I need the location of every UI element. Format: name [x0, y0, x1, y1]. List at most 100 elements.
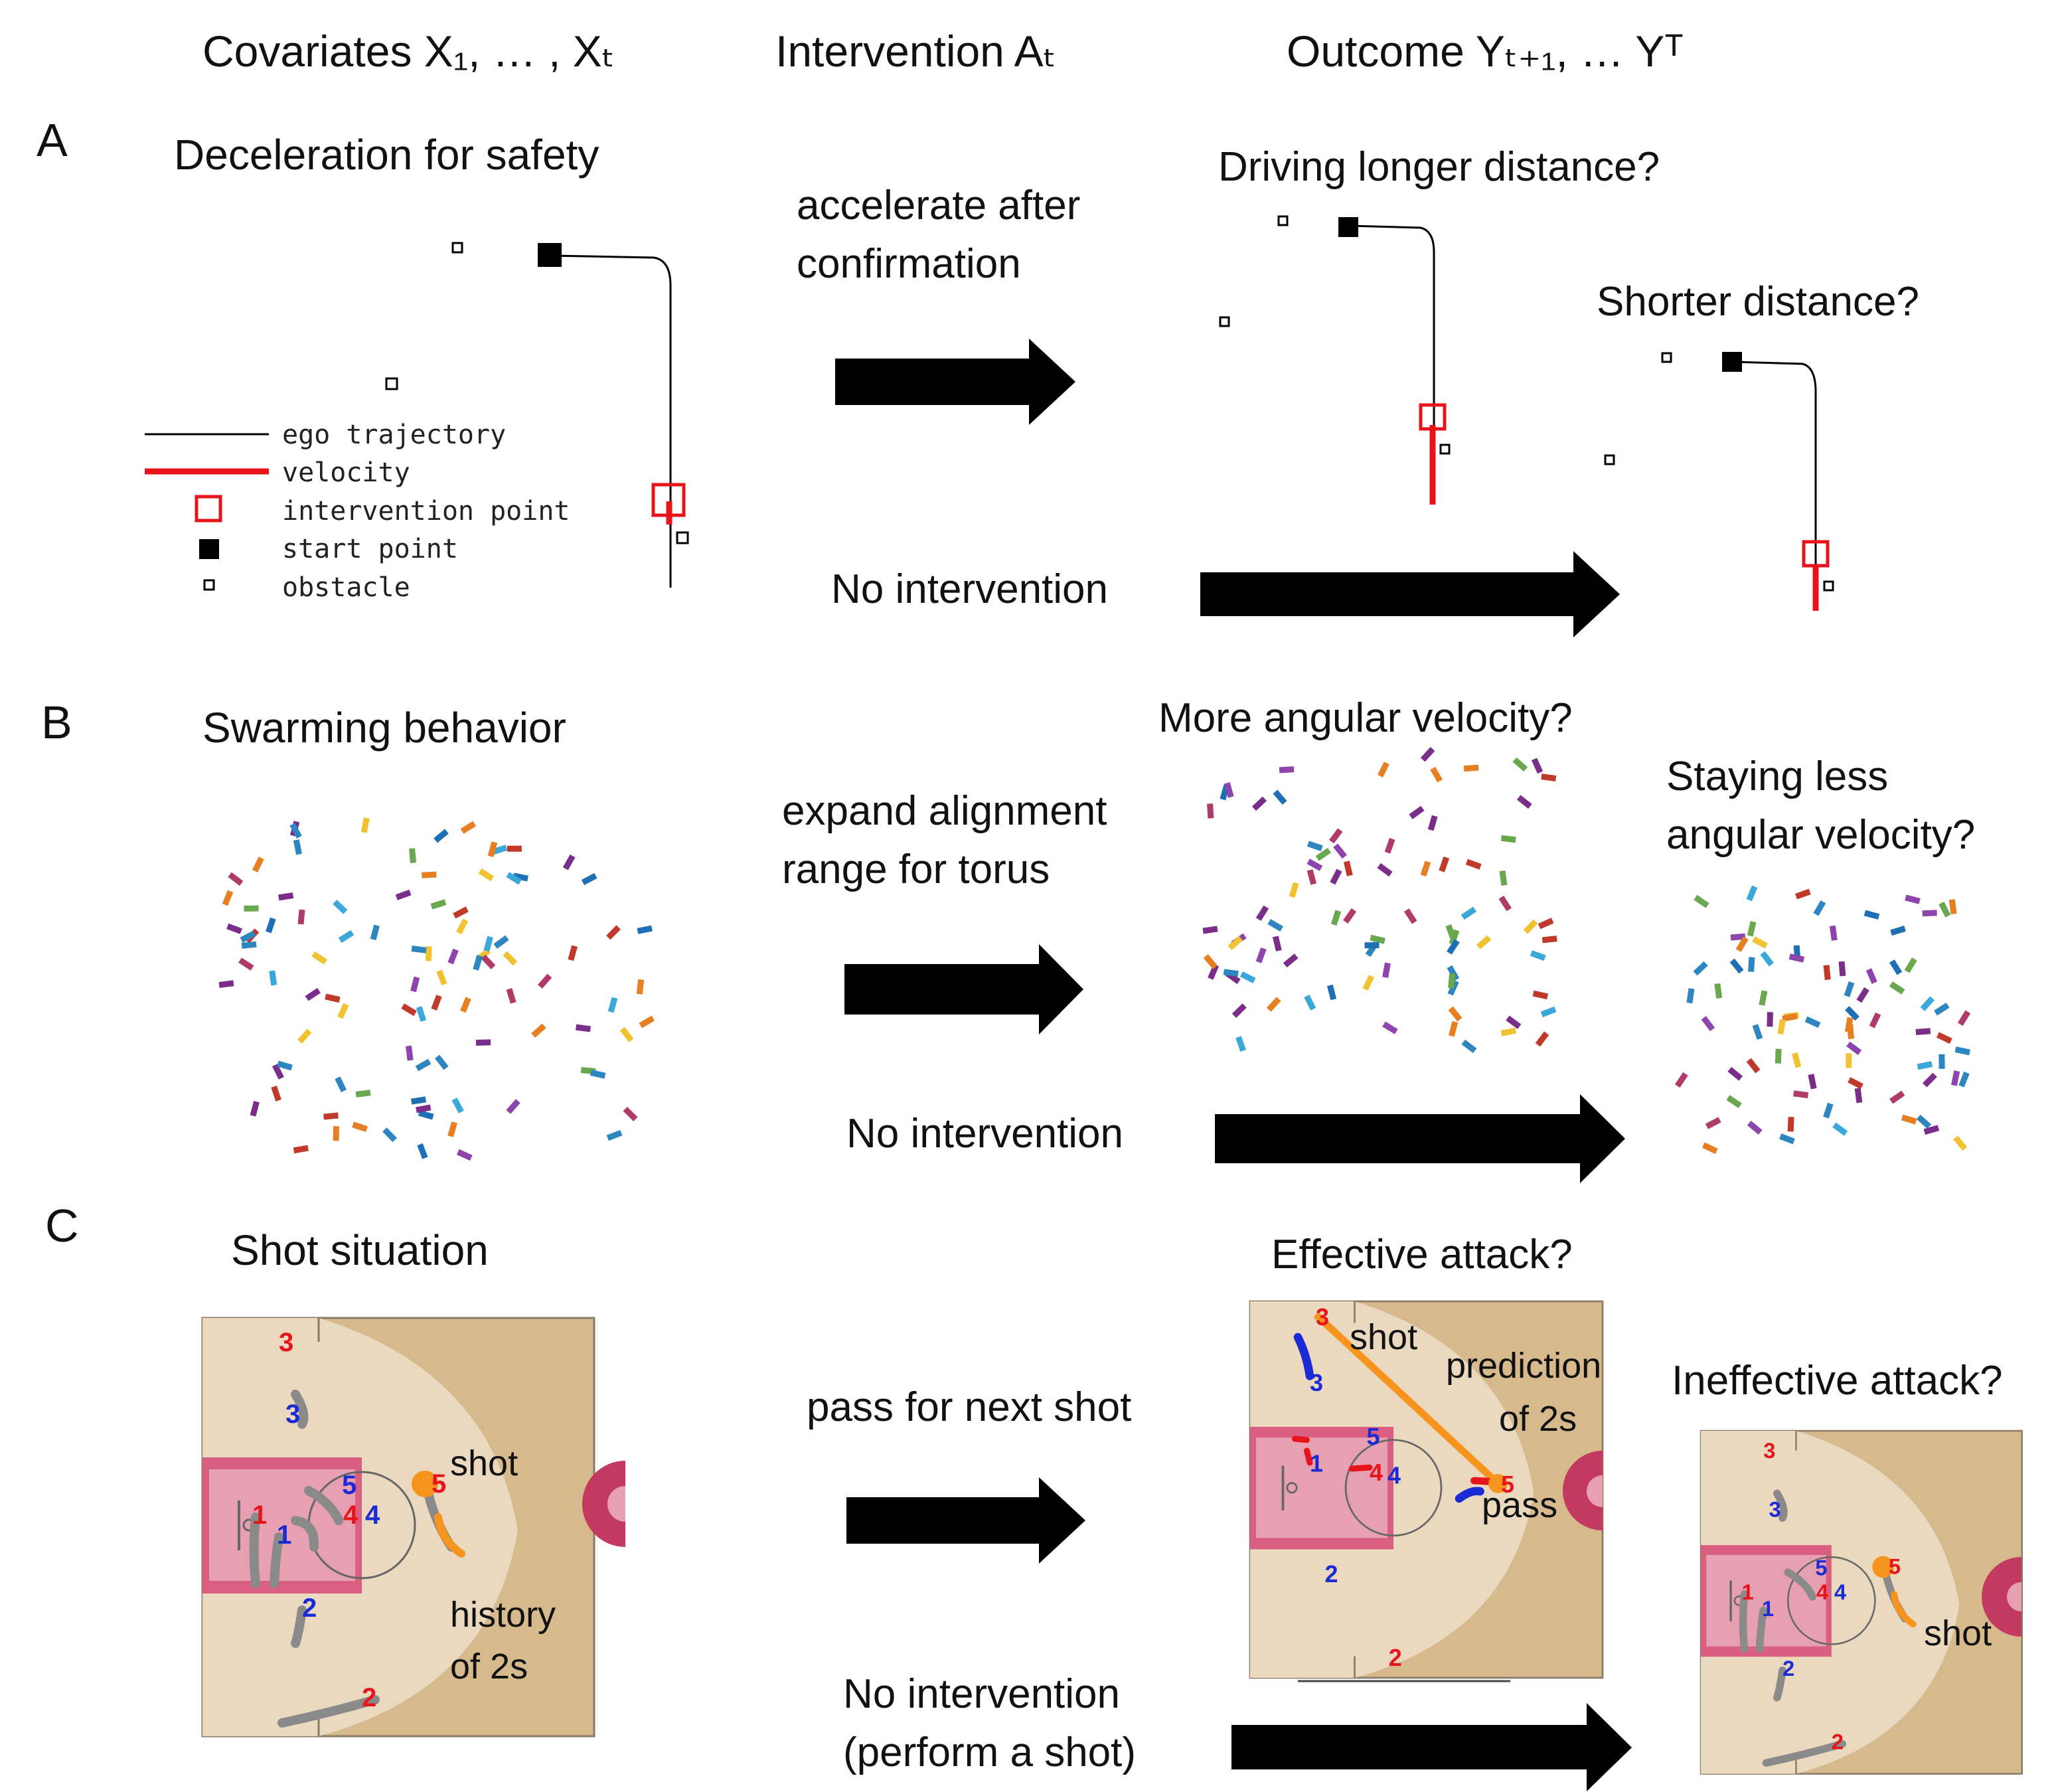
ego-trajectory-line — [550, 254, 672, 588]
defender-3-label: 3 — [1310, 1369, 1323, 1396]
swarm-agent — [1951, 1070, 1960, 1086]
covariates-header: Covariates X₁, … , Xₜ — [202, 27, 615, 76]
swarm-agent — [426, 946, 432, 961]
swarm-main-plot — [218, 817, 655, 1161]
swarm-agent — [1463, 764, 1479, 772]
swarm-agent — [607, 997, 618, 1013]
swarm-agent — [1813, 900, 1826, 916]
predicted-trail — [1293, 1333, 1314, 1380]
swarm-agent — [506, 1099, 520, 1114]
swarm-agent — [417, 1143, 428, 1159]
swarm-agent — [293, 1145, 309, 1154]
swarm-agent — [1362, 975, 1375, 991]
swarm-agent — [335, 1076, 347, 1093]
swarm-agent — [250, 1101, 260, 1117]
swarm-agent — [277, 1060, 293, 1071]
swarm-agent — [311, 951, 327, 965]
swarm-agent — [481, 954, 496, 969]
swarm-agent — [1227, 936, 1243, 950]
attacker-3-label: 3 — [1763, 1438, 1775, 1463]
swarm-agent — [1330, 868, 1342, 885]
swarm-agent — [1449, 929, 1460, 945]
ego-trajectory-line — [1347, 224, 1435, 505]
swarm-agent — [1775, 1048, 1782, 1064]
outcome-header: Outcome Yₜ₊₁, … Yᵀ — [1287, 27, 1684, 76]
swarm-agent — [1823, 965, 1831, 981]
swarm-agent — [1333, 843, 1347, 859]
player-history-trail — [304, 1486, 343, 1525]
predicted-trail — [1292, 1435, 1310, 1443]
swarm-agent — [1747, 1120, 1763, 1135]
swarm-agent — [1427, 815, 1438, 831]
court-center-inner — [2007, 1582, 2021, 1611]
swarm-agent — [623, 1106, 638, 1121]
swarm-agent — [1326, 984, 1337, 1001]
swarm-agent — [1203, 954, 1218, 969]
intervention-point-marker — [1802, 540, 1830, 568]
attacker-4-label: 4 — [1370, 1459, 1383, 1486]
attacker-2-label: 2 — [1389, 1644, 1402, 1671]
swarm-agent — [360, 817, 370, 833]
swarm-agent — [1329, 828, 1343, 844]
swarm-agent — [1516, 795, 1532, 809]
swarm-agent — [415, 1058, 432, 1072]
swarm-agent — [405, 1045, 414, 1061]
swarm-agent — [1447, 939, 1460, 955]
swarm-agent — [487, 841, 498, 857]
swarm-agent — [1848, 1077, 1863, 1090]
swarm-agent — [1382, 962, 1391, 978]
swarm-agent — [1306, 841, 1323, 852]
defender-4-label: 4 — [365, 1501, 380, 1530]
swarm-agent — [1306, 869, 1317, 885]
swarm-agent — [434, 829, 449, 843]
swarm-agent — [581, 872, 597, 886]
legend-intervention-marker — [195, 495, 222, 523]
swarm-agent — [639, 1015, 655, 1028]
swarm-agent — [434, 1054, 449, 1070]
panel-a-no-intervention-arrow — [1200, 551, 1620, 637]
obstacle-marker — [1604, 454, 1615, 465]
swarm-agent — [1541, 774, 1557, 782]
swarm-agent — [1235, 1036, 1246, 1052]
ego-trajectory-line — [1732, 361, 1817, 598]
swarm-agent — [1532, 990, 1549, 1000]
panel-c-no-intervention-line2: (perform a shot) — [843, 1730, 1136, 1775]
swarm-agent — [1917, 1061, 1933, 1070]
swarm-agent — [1448, 1020, 1459, 1037]
swarm-agent — [1542, 936, 1557, 943]
swarm-agent — [1915, 1028, 1931, 1036]
swarm-agent — [1535, 1031, 1549, 1047]
court3-shot-label: shot — [1924, 1613, 1992, 1653]
swarm-agent — [352, 1121, 368, 1132]
swarm-agent — [1832, 1122, 1848, 1136]
panel-a-action-arrow — [835, 339, 1075, 425]
swarm-agent — [1904, 957, 1917, 973]
swarm-agent — [1746, 1058, 1761, 1074]
swarm-agent — [1461, 906, 1477, 920]
swarm-agent — [1500, 835, 1516, 843]
swarm-agent — [370, 924, 380, 941]
obstacle-marker — [385, 377, 398, 390]
panel-c-action-arrow — [846, 1477, 1085, 1564]
ball-icon — [1872, 1556, 1895, 1578]
court2-shot-label: shot — [1350, 1317, 1417, 1357]
attacker-4-label: 4 — [343, 1501, 358, 1530]
swarm-agent — [636, 979, 645, 995]
legend-intervention-label: intervention point — [282, 496, 570, 527]
swarm-agent — [325, 993, 341, 1003]
swarm-agent — [1730, 933, 1746, 941]
panel-c-title: Shot situation — [231, 1226, 489, 1274]
predicted-trail — [1455, 1487, 1484, 1503]
swarm-agent — [1476, 935, 1492, 949]
swarm-agent — [1747, 921, 1757, 937]
attacker-3-label: 3 — [279, 1328, 293, 1357]
swarm-agent — [1500, 1027, 1517, 1036]
legend-start-label: start point — [282, 534, 458, 564]
player-history-trail — [1762, 1740, 1846, 1767]
pass-line — [1313, 1311, 1501, 1487]
player-history-trail — [1755, 1606, 1768, 1653]
swarm-agent — [606, 1129, 623, 1141]
swarm-agent — [568, 945, 578, 961]
swarm-agent — [1936, 1032, 1952, 1044]
